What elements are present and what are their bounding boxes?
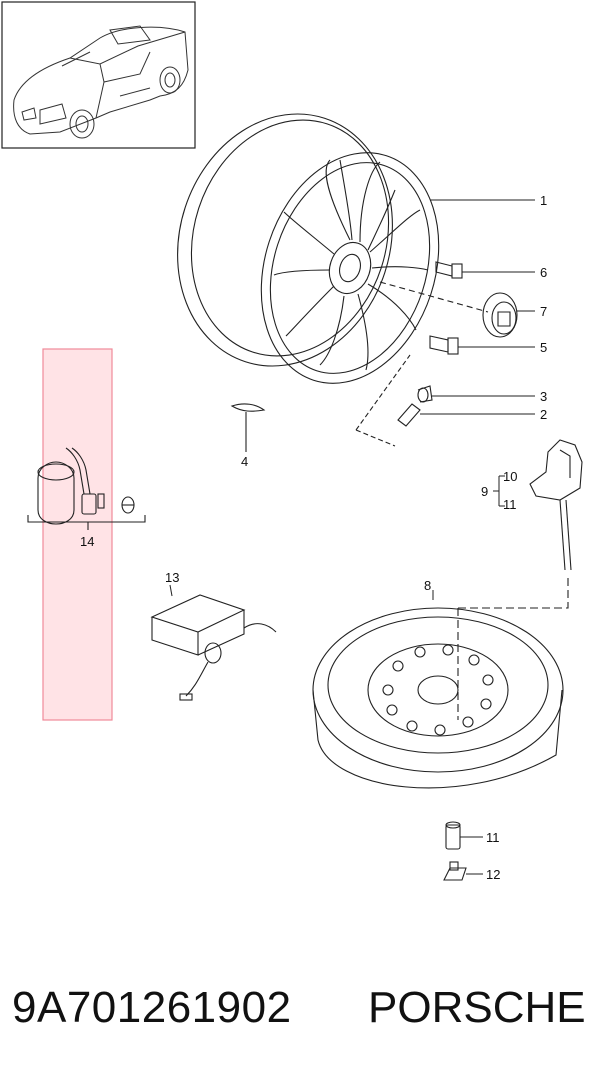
- callout-13: 13: [165, 570, 179, 585]
- valve-assembly: [355, 354, 433, 447]
- callout-4: 4: [241, 454, 248, 469]
- callout-3: 3: [540, 389, 547, 404]
- callout-5: 5: [540, 340, 547, 355]
- locating-pin: [443, 821, 467, 881]
- lifting-jack: [529, 439, 583, 571]
- callout-12: 12: [486, 867, 500, 882]
- callout-10: 10: [503, 469, 517, 484]
- callout-6: 6: [540, 265, 547, 280]
- footer: 9A701261902 PORSCHE: [0, 975, 600, 1055]
- callout-14: 14: [80, 534, 94, 549]
- callout-11-jack: 11: [503, 497, 517, 512]
- alloy-wheel: [177, 113, 440, 384]
- callout-2: 2: [540, 407, 547, 422]
- brand-name: PORSCHE: [368, 983, 586, 1032]
- repair-kit: [27, 447, 146, 530]
- balance-weight: [230, 403, 266, 452]
- tyre-compressor: [150, 594, 277, 701]
- callout-11-pin: 11: [486, 830, 500, 845]
- callout-labels: 1 6 7 5 3 2 4 9 10 11 14 13 8 11 12: [80, 193, 547, 882]
- leader-lines: [169, 199, 535, 875]
- wheel-bolts: [429, 261, 463, 355]
- vehicle-thumbnail: [1, 1, 196, 149]
- callout-8: 8: [424, 578, 431, 593]
- highlight-panel: [42, 348, 113, 721]
- center-cap: [379, 281, 518, 338]
- callout-7: 7: [540, 304, 547, 319]
- callout-9: 9: [481, 484, 488, 499]
- callout-1: 1: [540, 193, 547, 208]
- spare-wheel: [312, 575, 569, 789]
- parts-diagram: 1 6 7 5 3 2 4 9 10 11 14 13 8 11 12: [1, 1, 583, 882]
- part-number: 9A701261902: [12, 983, 292, 1032]
